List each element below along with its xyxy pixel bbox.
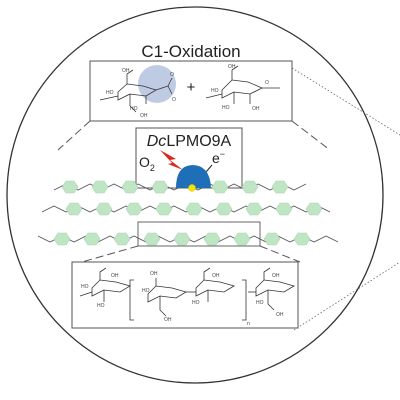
chem-label: OH [111, 273, 119, 279]
glucose-hexagon [53, 232, 71, 246]
cellulose-structure-box [71, 261, 299, 329]
chain-selection-box [137, 221, 261, 247]
chem-label: OH [272, 273, 280, 279]
glucose-hexagon [185, 202, 203, 216]
diagram-title: C1-Oxidation [141, 42, 240, 61]
glucose-hexagon [271, 180, 289, 194]
glucose-hexagon [173, 232, 191, 246]
glucose-hexagon [65, 202, 83, 216]
enzyme-name: DcLPMO9A [147, 133, 232, 150]
chem-label: OH [276, 312, 284, 318]
oxidized-glucose-structure [99, 69, 173, 113]
oxidation-products-box [89, 60, 293, 122]
glucose-hexagon [143, 232, 161, 246]
glucose-hexagon [233, 232, 251, 246]
chem-label: OH [212, 273, 220, 279]
glucose-hexagon [125, 202, 143, 216]
chem-label: O [265, 80, 269, 86]
glucose-hexagon [61, 180, 79, 194]
chem-label: OH [140, 113, 148, 119]
chem-label: HO [106, 90, 114, 96]
glucose-hexagon [293, 232, 311, 246]
glucose-hexagon [305, 202, 323, 216]
glucose-hexagon [263, 232, 281, 246]
chem-label: HO [192, 300, 200, 306]
chem-label: HO [222, 105, 230, 111]
chem-label: HO [142, 288, 150, 294]
glucose-hexagon [245, 202, 263, 216]
connector-lines [57, 120, 331, 151]
oxidized-site-highlight [138, 65, 176, 103]
glucose-structure [205, 65, 280, 104]
glucose-hexagon [91, 180, 109, 194]
glucose-hexagon [241, 180, 259, 194]
chem-label: OH [122, 68, 130, 74]
glucose-hexagon [113, 232, 131, 246]
glucose-hexagon [95, 202, 113, 216]
connector-lines [81, 245, 301, 263]
chem-label: OH [252, 106, 260, 112]
chem-label: OH [150, 271, 158, 277]
glucose-hexagon [83, 232, 101, 246]
glucose-hexagon [203, 232, 221, 246]
electron-label: e− [212, 149, 225, 166]
glucose-hexagon [151, 180, 169, 194]
chem-label: HO [211, 88, 219, 94]
repeat-subscript: n [247, 321, 250, 327]
chem-label: O [172, 97, 176, 103]
glucose-hexagon [275, 202, 293, 216]
glucose-hexagon [215, 202, 233, 216]
chem-label: HO [81, 284, 89, 290]
copper-active-site [188, 184, 196, 192]
glucose-hexagon [211, 180, 229, 194]
zoom-lines [291, 67, 400, 331]
cellulose-chains [37, 180, 339, 246]
enzyme-dome-icon [176, 165, 211, 188]
cellulose-repeat-structure [79, 267, 295, 321]
oxygen-label: O2 [139, 154, 155, 173]
glucose-hexagon [121, 180, 139, 194]
chem-label: HO [256, 300, 264, 306]
chem-label: OH [164, 317, 172, 323]
chem-label: HO [97, 303, 105, 309]
glucose-hexagon [155, 202, 173, 216]
lightning-bolt-icon [160, 150, 183, 170]
chem-label: OH [228, 64, 236, 70]
plus-sign: + [187, 79, 196, 96]
chem-label: O [170, 72, 174, 78]
chem-label: HO [130, 106, 138, 112]
